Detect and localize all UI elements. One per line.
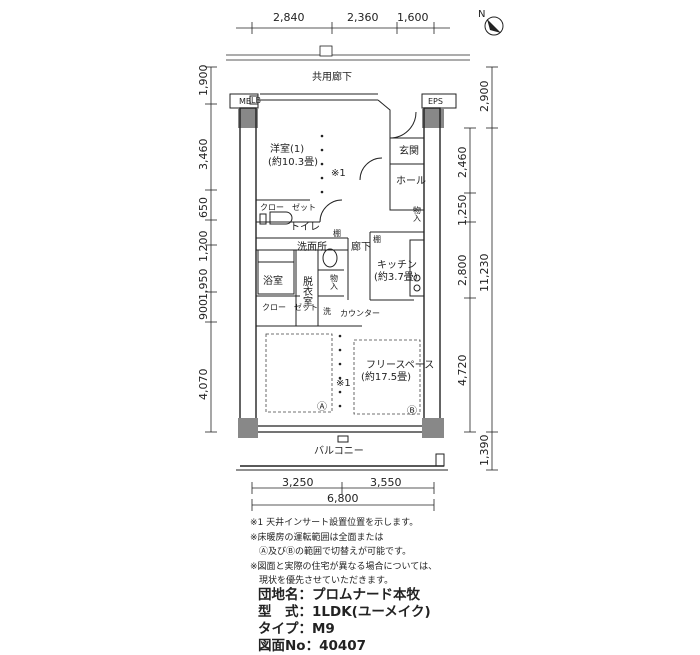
toilet-label: トイレ bbox=[290, 222, 320, 233]
unit-outline bbox=[229, 93, 457, 471]
left-dim-1: 1,900 bbox=[197, 65, 210, 97]
western-room-area: (約10.3畳) bbox=[268, 155, 318, 168]
right-dim-total: 11,230 bbox=[478, 254, 491, 293]
storage-top-label: 物入 bbox=[413, 205, 422, 222]
closet-top-label: クロー ゼット bbox=[260, 202, 316, 212]
bath-label: 浴室 bbox=[263, 274, 283, 287]
top-dim-3: 1,600 bbox=[397, 11, 429, 24]
right-dim-3: 1,250 bbox=[456, 195, 469, 227]
corridor-line bbox=[226, 45, 470, 61]
hall-label: ホール bbox=[396, 175, 426, 187]
counter-label: カウンター bbox=[340, 309, 380, 318]
corridor-label: 共用廊下 bbox=[312, 70, 352, 83]
right-dimension-line bbox=[464, 66, 498, 471]
note-line: ※床暖房の運転範囲は全面または bbox=[250, 532, 384, 543]
storage-mid-label: 物入 bbox=[330, 273, 339, 290]
insert-dots-bottom bbox=[338, 334, 342, 408]
left-dim-5: 1,950 bbox=[197, 269, 210, 301]
free-space-label: フリースペース bbox=[366, 360, 434, 371]
top-dim-2: 2,360 bbox=[347, 11, 379, 24]
washroom-label: 洗面所 bbox=[297, 241, 327, 253]
entrance-label: 玄関 bbox=[399, 144, 419, 157]
right-dim-5: 4,720 bbox=[456, 355, 469, 387]
info-line: 型 式：1LDK(ユーメイク) bbox=[258, 604, 431, 620]
kitchen-label: キッチン bbox=[377, 259, 417, 271]
note-line: ※1 天井インサート設置位置を示します。 bbox=[250, 518, 419, 528]
free-space-area: (約17.5畳) bbox=[361, 370, 411, 383]
info-line: タイプ：M9 bbox=[258, 621, 335, 637]
left-dimension-line bbox=[205, 66, 217, 433]
dressing-label: 脱衣室 bbox=[301, 275, 313, 306]
bottom-dimension-line bbox=[251, 482, 435, 511]
lb-label: LB bbox=[251, 96, 261, 105]
interior-walls bbox=[256, 99, 425, 327]
north-label: N bbox=[478, 9, 485, 20]
note-line: 現状を優先させていただきます。 bbox=[250, 576, 394, 586]
bottom-dim-2: 3,550 bbox=[370, 476, 402, 489]
closet-bottom-label: クロー ゼット bbox=[262, 302, 318, 312]
right-dim-2: 2,460 bbox=[456, 147, 469, 179]
shelf-label-2: 棚 bbox=[373, 234, 381, 244]
western-room-label: 洋室(1) bbox=[270, 142, 304, 155]
wash-label: 洗 bbox=[323, 306, 331, 316]
right-dim-4: 2,800 bbox=[456, 255, 469, 287]
left-dim-7: 4,070 bbox=[197, 369, 210, 401]
kitchen-area: (約3.7畳) bbox=[374, 270, 418, 283]
property-info: 団地名：プロムナード本牧 型 式：1LDK(ユーメイク) タイプ：M9 図面No… bbox=[258, 587, 431, 655]
balcony-label: バルコニー bbox=[314, 445, 364, 457]
insert-mark-bottom: ※1 bbox=[336, 378, 351, 389]
right-dim-6: 1,390 bbox=[478, 435, 491, 467]
heating-areas bbox=[265, 333, 421, 415]
mb-label: MB bbox=[239, 97, 251, 106]
note-line: Ⓐ及びⒷの範囲で切替えが可能です。 bbox=[250, 547, 412, 557]
info-line: 団地名：プロムナード本牧 bbox=[258, 587, 420, 603]
heating-mark-b: Ⓑ bbox=[407, 405, 417, 417]
right-dim-1: 2,900 bbox=[478, 81, 491, 113]
left-dim-3: 650 bbox=[197, 197, 210, 218]
shelf-label-1: 棚 bbox=[333, 228, 341, 238]
left-dim-2: 3,460 bbox=[197, 139, 210, 171]
left-dim-4: 1,200 bbox=[197, 231, 210, 263]
eps-label: EPS bbox=[428, 97, 443, 106]
hallway-label: 廊下 bbox=[351, 240, 371, 253]
note-line: ※図面と実際の住宅が異なる場合については、 bbox=[250, 561, 438, 572]
heating-mark-a: Ⓐ bbox=[317, 401, 327, 413]
insert-mark-top: ※1 bbox=[331, 168, 346, 179]
top-dimension-line bbox=[236, 22, 450, 34]
insert-dots-top bbox=[320, 134, 324, 194]
bottom-dim-total: 6,800 bbox=[327, 492, 359, 505]
info-line: 図面No：40407 bbox=[258, 638, 367, 654]
left-dim-6: 900 bbox=[197, 299, 210, 320]
top-dim-1: 2,840 bbox=[273, 11, 305, 24]
notes: ※1 天井インサート設置位置を示します。 ※床暖房の運転範囲は全面または Ⓐ及び… bbox=[250, 516, 437, 589]
bottom-dim-1: 3,250 bbox=[282, 476, 314, 489]
compass-icon: N bbox=[478, 9, 504, 36]
